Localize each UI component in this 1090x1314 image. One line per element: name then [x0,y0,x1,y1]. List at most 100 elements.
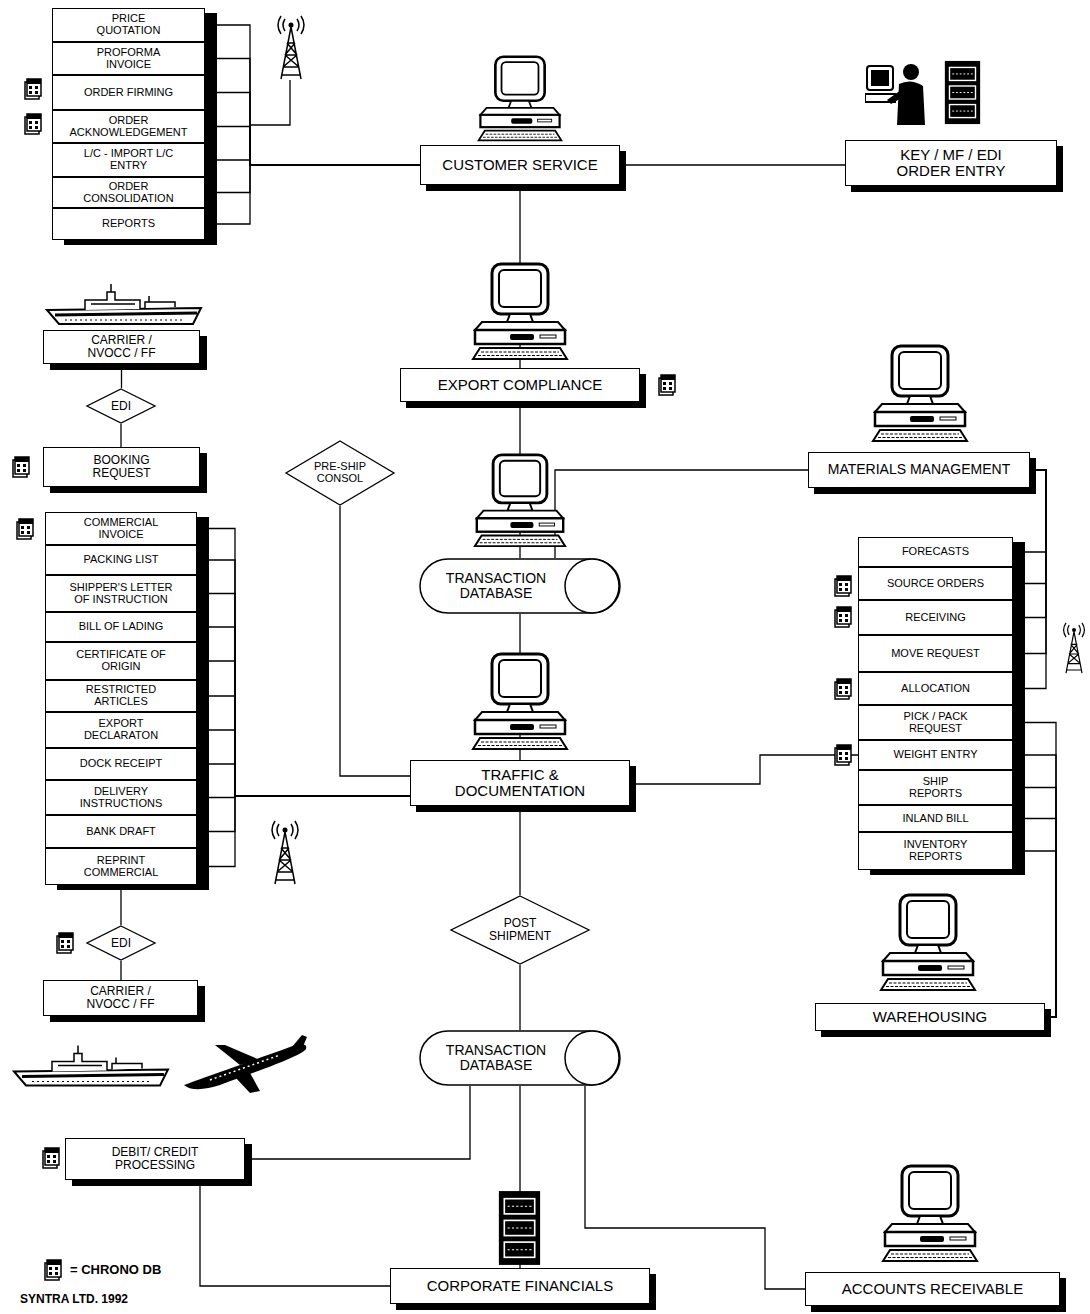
node-text: PACKING LIST [84,554,159,566]
chrono-db-icon [25,79,41,99]
chrono-db-icon [659,375,675,395]
connector [197,696,410,796]
node-text: INVENTORY REPORTS [896,839,976,863]
connector [1013,470,1046,654]
node-text: FORECASTS [902,546,969,558]
document-box: PRICE QUOTATION [52,8,205,42]
computer-icon [473,264,567,359]
database-cylinder: TRANSACTION DATABASE [420,1030,620,1086]
connector [1013,755,1056,1017]
chrono-db-icon [25,114,41,134]
node-text: PICK / PACK REQUEST [891,711,981,735]
node-text: DOCK RECEIPT [80,758,163,770]
process-box: CORPORATE FINANCIALS [390,1268,650,1304]
process-box: ACCOUNTS RECEIVABLE [805,1272,1060,1306]
document-box: DOCK RECEIPT [45,748,197,780]
connector [121,364,122,388]
document-box: REPORTS [52,208,205,240]
process-box: WAREHOUSING [815,1003,1045,1031]
connector [205,127,420,166]
node-text: REPRINT COMMERCIAL [71,855,171,879]
document-box: EXPORT DECLARATON [45,712,197,748]
node-text: WAREHOUSING [873,1009,987,1025]
ship-icon [47,284,201,324]
document-box: SOURCE ORDERS [858,567,1013,600]
document-box: INVENTORY REPORTS [858,832,1013,870]
connector [120,885,121,925]
computer-icon [873,346,967,441]
node-text: TRANSACTION DATABASE [436,1043,556,1073]
antenna-wire [250,80,290,125]
node-text: MOVE REQUEST [891,648,980,660]
chrono-db-icon [43,1148,59,1168]
server-icon [499,1191,540,1265]
document-box: CERTIFICATE OF ORIGIN [45,642,197,680]
connector [197,764,410,796]
node-text: TRANSACTION DATABASE [436,571,556,601]
document-box: WEIGHT ENTRY [858,740,1013,770]
antenna-icon [1064,623,1085,673]
process-box: CUSTOMER SERVICE [420,145,620,185]
legend-icon [45,1260,61,1280]
connector [197,730,410,796]
connector [1013,788,1056,1018]
node-text: CORPORATE FINANCIALS [427,1278,613,1294]
node-text: EDI [111,400,131,413]
computer-icon [883,1166,977,1261]
node-text: ALLOCATION [901,683,970,695]
node-text: SOURCE ORDERS [887,578,984,590]
computer-icon [479,57,562,141]
connector [197,661,410,796]
antenna-icon [272,821,298,884]
chrono-db-icon [835,745,851,765]
process-box: DEBIT/ CREDIT PROCESSING [65,1138,245,1180]
connector [197,796,410,867]
connector [340,506,410,776]
process-box: EXPORT COMPLIANCE [400,368,640,402]
connector [245,1086,470,1159]
document-box: ORDER CONSOLIDATION [52,177,205,208]
connector [1013,470,1046,689]
operator-icon [865,64,925,125]
document-box: PICK / PACK REQUEST [858,705,1013,740]
node-text: RESTRICTED ARTICLES [76,684,166,708]
ship-icon [14,1046,168,1086]
node-text: SHIPPER'S LETTER OF INSTRUCTION [61,582,181,606]
node-text: COMMERCIAL INVOICE [76,517,166,541]
connector [620,164,845,165]
document-box: MOVE REQUEST [858,635,1013,672]
document-box: RECEIVING [858,600,1013,635]
chrono-db-icon [835,679,851,699]
document-box: ORDER FIRMING [52,75,205,110]
node-text: ORDER CONSOLIDATION [74,181,184,205]
connector [200,1180,390,1286]
document-box: PACKING LIST [45,545,197,575]
node-text: EXPORT DECLARATON [76,718,166,742]
decision-diamond: POST SHIPMENT [450,895,590,965]
document-box: ORDER ACKNOWLEDGEMENT [52,110,205,143]
node-text: REPORTS [102,218,155,230]
node-text: DEBIT/ CREDIT PROCESSING [95,1146,215,1172]
database-cylinder: TRANSACTION DATABASE [420,558,620,614]
credit-note: SYNTRA LTD. 1992 [20,1292,128,1306]
decision-diamond: PRE-SHIP CONSOL [285,440,395,506]
node-text: DELIVERY INSTRUCTIONS [71,786,171,810]
document-box: FORECASTS [858,537,1013,567]
computer-icon [475,455,565,546]
connector [205,59,420,166]
node-text: ORDER ACKNOWLEDGEMENT [59,115,198,139]
chrono-db-icon [835,607,851,627]
document-box: RESTRICTED ARTICLES [45,680,197,712]
connector [519,806,520,895]
chrono-db-icon [57,933,73,953]
computer-icon [473,654,567,749]
document-box: SHIPPER'S LETTER OF INSTRUCTION [45,575,197,612]
node-text: ORDER FIRMING [84,87,173,99]
node-text: TRAFFIC & DOCUMENTATION [420,767,620,799]
document-box: L/C - IMPORT L/C ENTRY [52,143,205,177]
connector [120,961,121,980]
node-text: PRE-SHIP CONSOL [310,461,370,485]
node-text: MATERIALS MANAGEMENT [828,462,1011,477]
connector [197,796,410,832]
